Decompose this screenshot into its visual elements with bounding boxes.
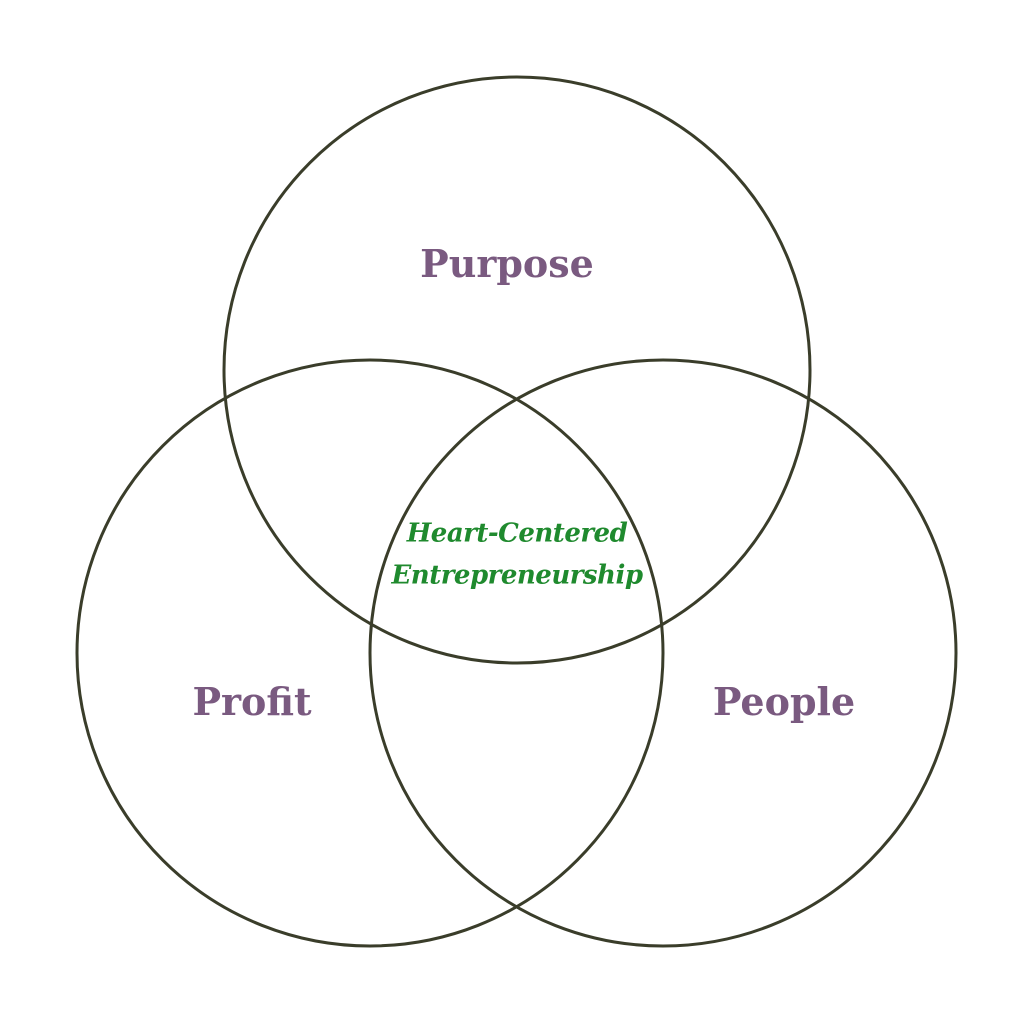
profit-circle <box>75 358 665 948</box>
purpose-label: Purpose <box>420 241 594 286</box>
people-label: People <box>712 679 856 724</box>
people-circle <box>368 358 958 948</box>
intersection-label-line-1: Heart-Centered <box>406 518 628 549</box>
profit-label: Profit <box>192 679 312 724</box>
purpose-circle <box>222 75 812 665</box>
intersection-label-line-2: Entrepreneurship <box>391 560 643 590</box>
intersection-label: Heart-Centered Entrepreneurship <box>391 513 643 596</box>
